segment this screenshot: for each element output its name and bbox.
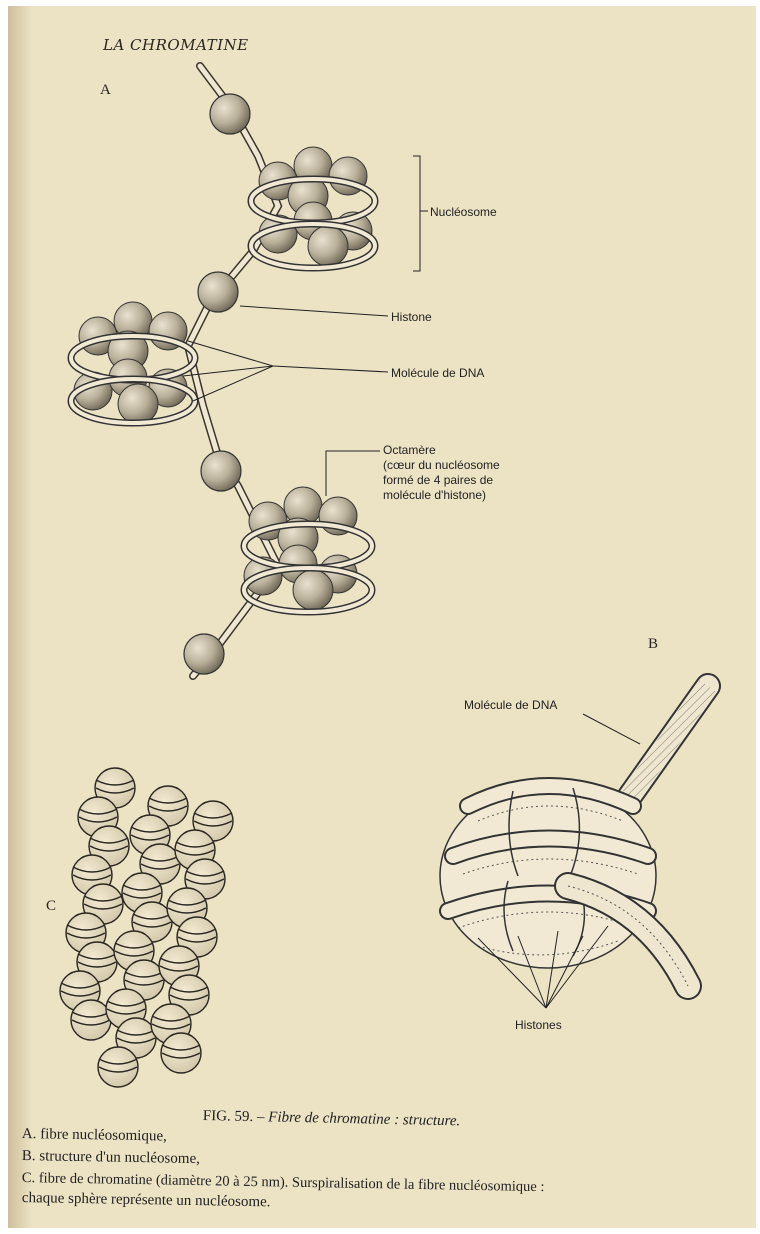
label-octamer-2: (cœur du nucléosome xyxy=(383,458,500,472)
panel-c-fiber xyxy=(60,768,233,1087)
nucleosome-sphere xyxy=(98,1047,138,1087)
panel-letter-b: B xyxy=(648,636,658,653)
book-page: LA CHROMATINE xyxy=(8,6,756,1228)
label-dna-a: Molécule de DNA xyxy=(391,366,484,380)
label-histone: Histone xyxy=(391,310,432,324)
panel-letter-c: C xyxy=(46,898,56,915)
label-dna-b: Molécule de DNA xyxy=(464,698,557,712)
panel-a-fiber xyxy=(71,66,428,676)
label-octamer-3: formé de 4 paires de xyxy=(383,473,493,487)
panel-letter-a: A xyxy=(100,82,111,99)
caption-line-b: B. structure d'un nucléosome, xyxy=(22,1148,200,1168)
nucleosome-1 xyxy=(251,147,375,268)
figure-number: FIG. 59. – xyxy=(203,1108,265,1125)
label-histones: Histones xyxy=(515,1018,562,1032)
label-nucleosome: Nucléosome xyxy=(430,205,497,219)
panel-b-nucleosome xyxy=(440,686,708,1008)
nucleosome-sphere xyxy=(161,1033,201,1073)
chromatin-illustration xyxy=(8,6,756,1228)
nucleosome-2 xyxy=(71,302,195,424)
label-octamer-4: molécule d'histone) xyxy=(383,488,486,502)
caption-line-a: A. fibre nucléosomique, xyxy=(22,1126,167,1146)
nucleosome-sphere xyxy=(71,1000,111,1040)
figure-title: Fibre de chromatine : structure. xyxy=(268,1109,460,1129)
nucleosome-3 xyxy=(244,487,372,612)
label-octamer-1: Octamère xyxy=(383,443,436,457)
